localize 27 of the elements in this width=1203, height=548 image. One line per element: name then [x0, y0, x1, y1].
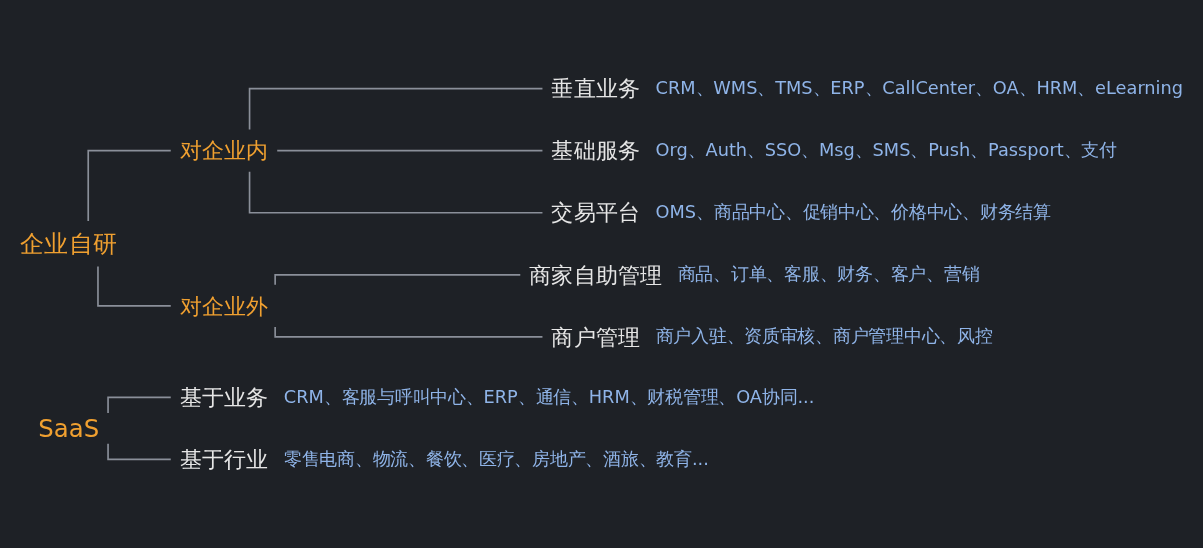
node-text: 对企业内	[179, 137, 269, 164]
connector	[107, 396, 172, 414]
node-text: 商家自助管理	[529, 261, 663, 289]
node-text: 垂直业务	[551, 75, 641, 102]
connector	[276, 149, 544, 152]
connector	[97, 265, 172, 307]
node-label: OMS、商品中心、促销中心、价格中心、财务结算	[655, 201, 1051, 223]
node-label: CRM、客服与呼叫中心、ERP、通信、HRM、财税管理、OA协同...	[283, 386, 815, 408]
connector	[248, 87, 544, 131]
connector	[248, 170, 544, 214]
node-label: 商户入驻、资质审核、商户管理中心、风控	[655, 325, 993, 347]
node-text: 交易平台	[551, 199, 641, 227]
connector	[274, 274, 522, 286]
node-text: 基于业务	[179, 384, 269, 411]
connector	[87, 149, 172, 222]
node-text: 企业自研	[19, 229, 118, 258]
connector	[107, 442, 172, 461]
node-text: 基于行业	[179, 446, 269, 473]
node-text: 对企业外	[179, 292, 269, 320]
node-text: 商户管理	[551, 323, 641, 351]
node-text: SaaS	[38, 414, 100, 443]
connector	[274, 326, 544, 338]
node-label: 零售电商、物流、餐饮、医疗、房地产、酒旅、教育...	[283, 448, 709, 470]
node-label: Org、Auth、SSO、Msg、SMS、Push、Passport、支付	[655, 139, 1117, 161]
node-text: 基础服务	[551, 137, 641, 164]
node-label: 商品、订单、客服、财务、客户、营销	[677, 263, 980, 285]
node-label: CRM、WMS、TMS、ERP、CallCenter、OA、HRM、eLearning	[655, 77, 1184, 99]
